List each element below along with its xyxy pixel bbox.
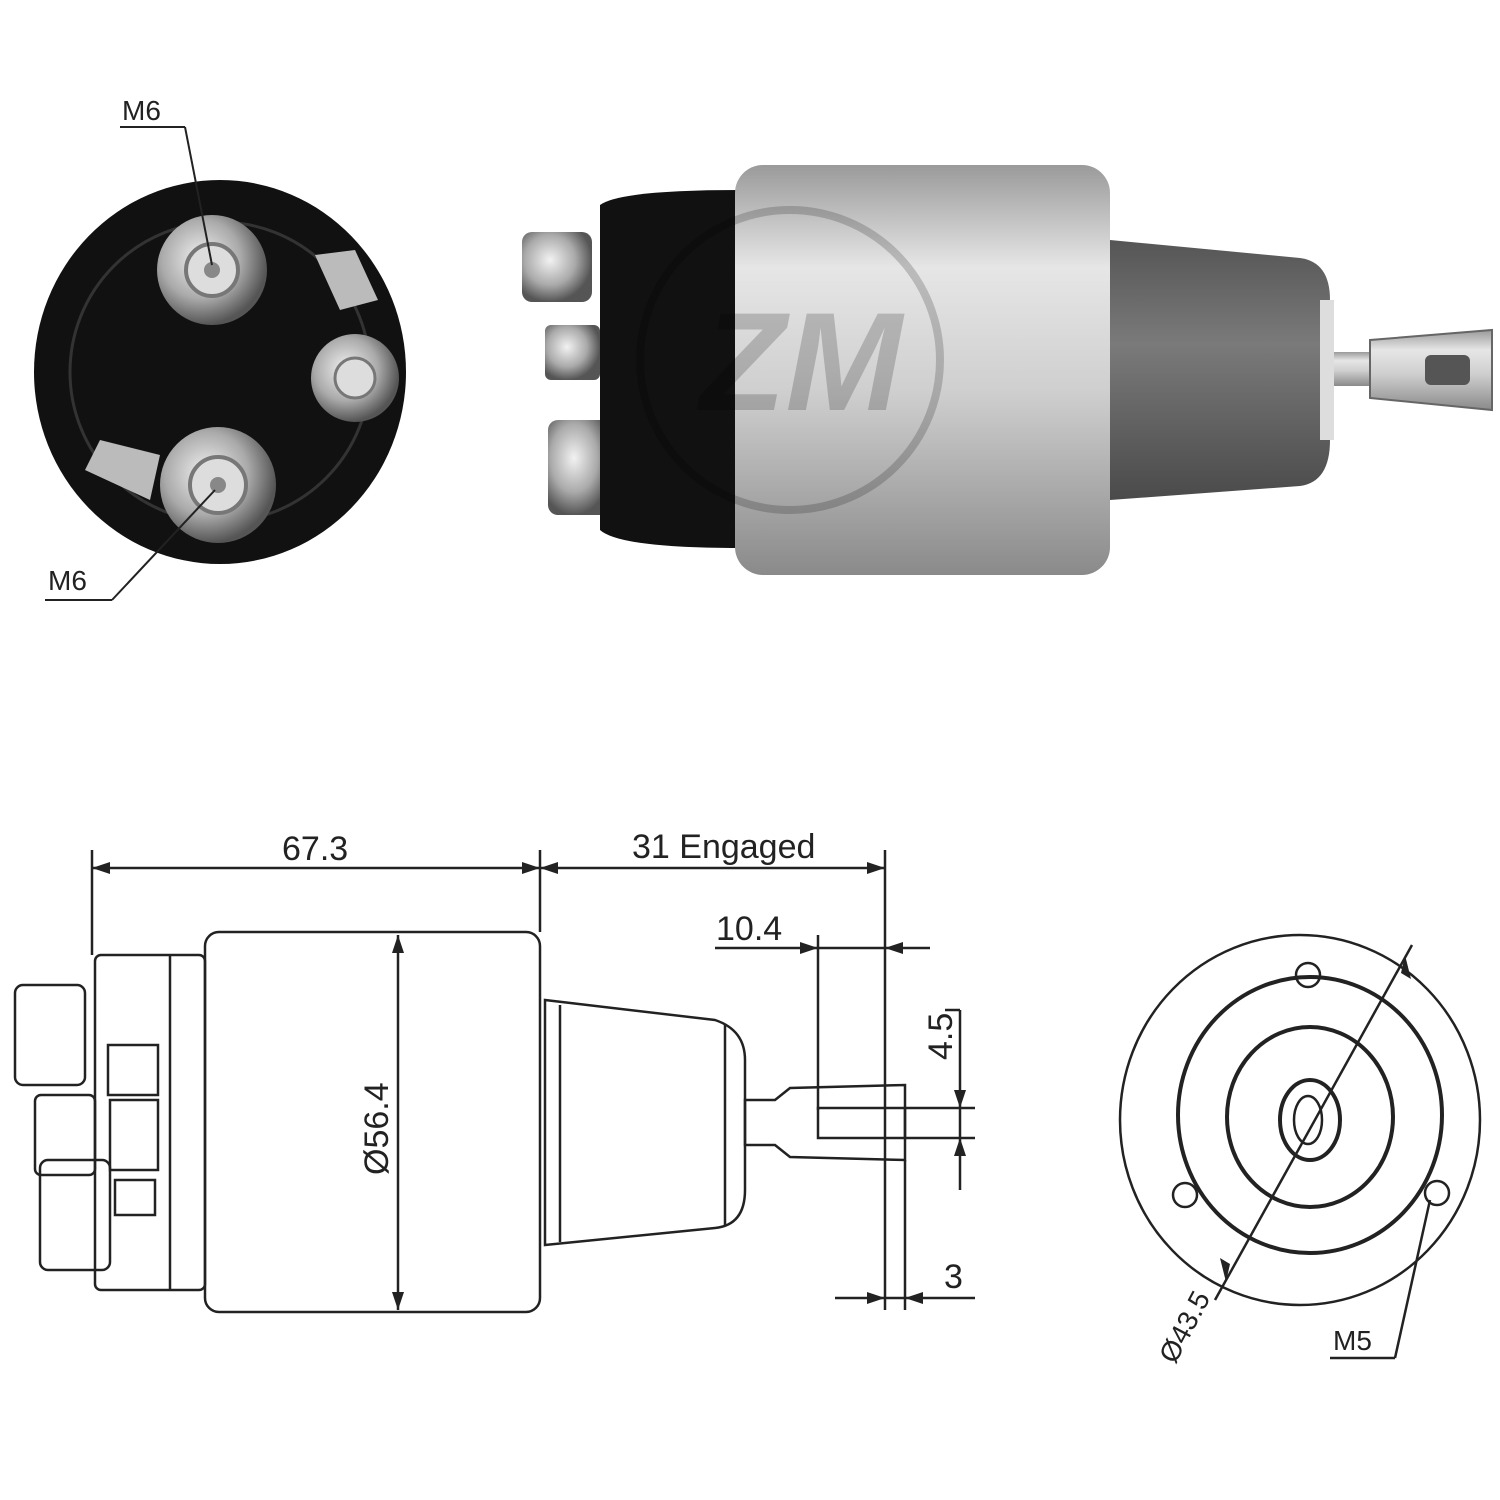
inner-ring xyxy=(1225,1025,1395,1209)
dim-eye-offset: 10.4 xyxy=(716,910,782,948)
callout-thread-m5: M5 xyxy=(1333,1325,1372,1356)
boot-ring xyxy=(1176,975,1444,1255)
mount-hole-right xyxy=(1423,1179,1451,1207)
bolt-circle-dim-line xyxy=(1213,944,1414,1301)
terminal-stud-bottom xyxy=(85,427,276,543)
svg-text:ZM: ZM xyxy=(696,283,906,440)
boot-outline xyxy=(543,998,747,1247)
mount-hole-top xyxy=(1294,961,1322,989)
cap-outline xyxy=(93,953,207,1292)
end-view-photo: M6 M6 xyxy=(34,95,406,601)
side-view-photo: ZM xyxy=(522,165,1493,575)
dim-eye-thickness: 3 xyxy=(944,1258,963,1296)
plunger-outline xyxy=(743,1083,907,1162)
zm-watermark: ZM xyxy=(636,206,944,514)
dimension-arrows xyxy=(92,862,966,1310)
end-view-drawing xyxy=(1118,933,1482,1360)
center-nut xyxy=(1278,1078,1342,1162)
terminal-stud-top xyxy=(157,215,267,325)
terminal-small-right xyxy=(311,250,399,422)
side-view-drawing xyxy=(13,850,975,1314)
silver-shell xyxy=(735,165,1110,575)
mount-hole-left xyxy=(1171,1181,1199,1209)
callout-m6-top: M6 xyxy=(122,95,161,126)
callout-m6-bottom: M6 xyxy=(48,565,87,596)
dim-engaged-stroke: 31 Engaged xyxy=(632,828,815,866)
outer-flange xyxy=(1118,933,1482,1307)
rubber-boot xyxy=(1110,240,1330,500)
dim-slot-width: 4.5 xyxy=(922,1013,960,1060)
black-cap xyxy=(600,190,740,548)
dim-body-diameter: Ø56.4 xyxy=(358,1082,396,1175)
dim-body-length: 67.3 xyxy=(282,830,348,868)
dim-bolt-circle: Ø43.5 xyxy=(1153,1286,1216,1368)
plunger-rod xyxy=(1334,352,1374,386)
